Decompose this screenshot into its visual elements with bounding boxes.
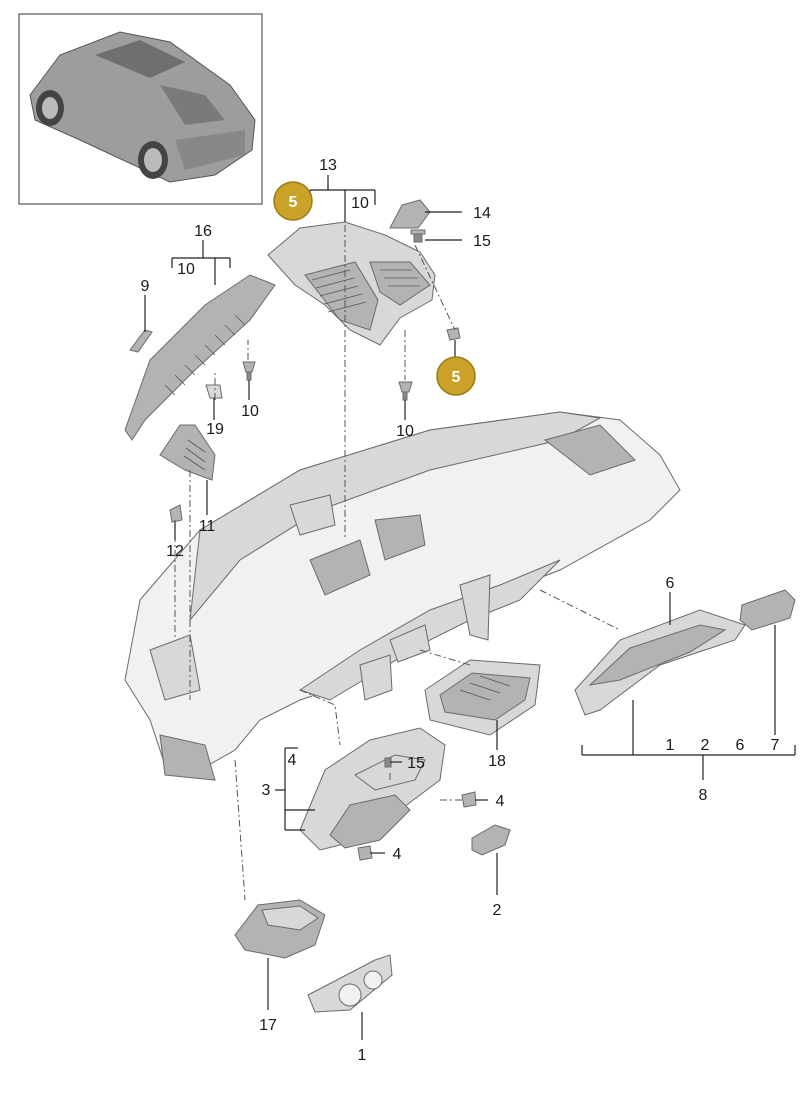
callout-1[interactable]: 1 — [358, 1047, 367, 1064]
part-16-left-vent-strip — [124, 274, 276, 441]
callout-2[interactable]: 2 — [493, 902, 502, 919]
part-3-cluster-housing — [299, 727, 446, 851]
callout-4-right[interactable]: 4 — [496, 793, 505, 810]
part-10-clip-a — [242, 361, 256, 381]
part-12-clip — [169, 504, 183, 523]
leader-lines — [144, 175, 796, 1040]
callout-13[interactable]: 13 — [319, 157, 337, 174]
callout-10-mid[interactable]: 10 — [241, 403, 259, 420]
part-4-clip-b — [357, 845, 373, 861]
car-icon — [29, 31, 256, 183]
part-10-clip-b — [398, 381, 413, 401]
part-15-screw-upper — [410, 229, 426, 243]
kit-8-member-1[interactable]: 1 — [666, 737, 675, 754]
part-17-storage-tray — [234, 899, 326, 959]
part-1-switch-panel — [307, 954, 393, 1013]
callout-18[interactable]: 18 — [488, 753, 506, 770]
badge-label: 5 — [289, 194, 298, 211]
part-13-center-cover — [267, 221, 436, 346]
kit-8-member-7[interactable]: 7 — [771, 737, 780, 754]
callout-16[interactable]: 16 — [194, 223, 212, 240]
part-9-trim-clip — [129, 329, 153, 353]
badge-5-upper[interactable]: 5 — [273, 181, 313, 221]
kit-8-member-2[interactable]: 2 — [701, 737, 710, 754]
callout-17[interactable]: 17 — [259, 1017, 277, 1034]
callout-9[interactable]: 9 — [141, 278, 150, 295]
part-19-clip — [205, 384, 223, 399]
callout-19[interactable]: 19 — [206, 421, 224, 438]
part-2-cap — [471, 824, 511, 856]
badge-5-lower[interactable]: 5 — [436, 356, 476, 396]
callout-4-lower[interactable]: 4 — [393, 846, 402, 863]
callout-10-left[interactable]: 10 — [177, 261, 195, 278]
part-7-cover — [739, 589, 796, 631]
dashboard-carrier — [124, 411, 681, 781]
callout-6[interactable]: 6 — [666, 575, 675, 592]
callout-12[interactable]: 12 — [166, 543, 184, 560]
callout-10-upper[interactable]: 10 — [351, 195, 369, 212]
vehicle-thumbnail — [18, 13, 263, 205]
part-11-side-vent — [159, 424, 216, 481]
callout-4-bracket[interactable]: 4 — [288, 752, 297, 769]
part-4-clip-a — [461, 791, 477, 808]
part-14-sensor-cover — [389, 199, 431, 229]
callout-3[interactable]: 3 — [262, 782, 271, 799]
part-5-clip — [446, 327, 461, 341]
badge-label: 5 — [452, 369, 461, 386]
callout-10-center[interactable]: 10 — [396, 423, 414, 440]
part-18-center-vent — [424, 659, 541, 736]
callout-15-upper[interactable]: 15 — [473, 233, 491, 250]
kit-8-member-6[interactable]: 6 — [736, 737, 745, 754]
callout-15-lower[interactable]: 15 — [407, 755, 425, 772]
callout-11[interactable]: 11 — [199, 518, 216, 535]
callout-14[interactable]: 14 — [473, 205, 491, 222]
callout-8[interactable]: 8 — [699, 787, 708, 804]
assembly-lines — [174, 195, 621, 901]
part-6-glovebox-lid — [574, 609, 746, 716]
callout-labels: 13 10 14 15 16 10 9 10 19 10 11 12 6 1 2… — [141, 157, 780, 1064]
